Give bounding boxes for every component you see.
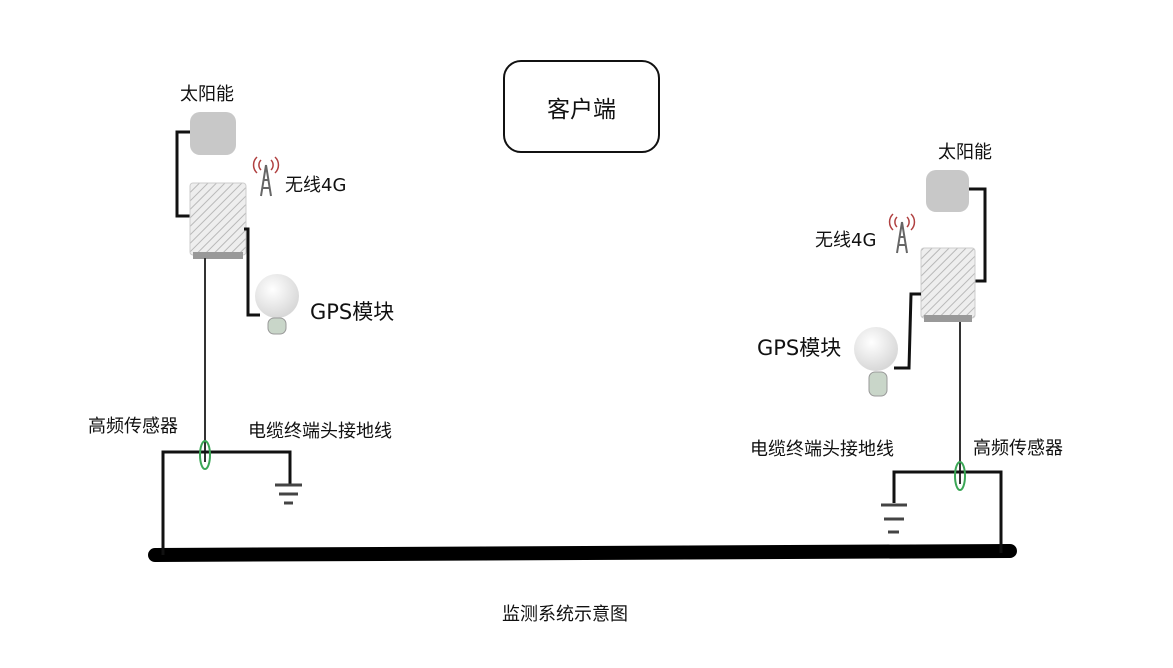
- hf-sensor-icon: [954, 461, 966, 491]
- device-base: [193, 252, 243, 259]
- antenna-tower-icon: [252, 156, 280, 197]
- gps-module-icon: [854, 327, 898, 371]
- monitoring-device-icon: [920, 247, 976, 319]
- left-node: [161, 112, 302, 555]
- ground-symbol-icon: [275, 483, 302, 505]
- gps-base: [868, 371, 888, 397]
- right-solar-label: 太阳能: [938, 142, 992, 163]
- left-solar-label: 太阳能: [180, 84, 234, 105]
- antenna-tower-icon: [888, 213, 916, 254]
- client-label: 客户端: [547, 96, 616, 123]
- client-box: 客户端: [503, 60, 660, 153]
- left-wireless-label: 无线4G: [285, 175, 347, 196]
- right-ground-label: 电缆终端头接地线: [750, 439, 894, 460]
- ground-wire: [892, 470, 1003, 553]
- left-sensor-label: 高频传感器: [88, 416, 178, 437]
- solar-panel-icon: [190, 112, 236, 155]
- right-wireless-label: 无线4G: [815, 230, 877, 251]
- power-cable: [148, 544, 1017, 562]
- solar-wire: [966, 187, 987, 283]
- gps-wire: [894, 292, 921, 370]
- gps-module-icon: [255, 274, 299, 318]
- ground-symbol-icon: [881, 503, 907, 534]
- right-node: [854, 170, 1003, 553]
- left-ground-label: 电缆终端头接地线: [248, 421, 392, 442]
- hf-sensor-icon: [199, 440, 211, 470]
- device-base: [924, 315, 972, 322]
- solar-panel-icon: [926, 170, 969, 212]
- solar-wire: [175, 130, 192, 218]
- gps-wire: [244, 227, 260, 317]
- ground-wire: [161, 450, 292, 555]
- gps-base: [267, 317, 287, 335]
- left-gps-label: GPS模块: [310, 300, 395, 324]
- diagram-caption: 监测系统示意图: [502, 604, 628, 625]
- right-sensor-label: 高频传感器: [973, 438, 1063, 459]
- monitoring-device-icon: [189, 182, 247, 256]
- right-gps-label: GPS模块: [757, 336, 842, 360]
